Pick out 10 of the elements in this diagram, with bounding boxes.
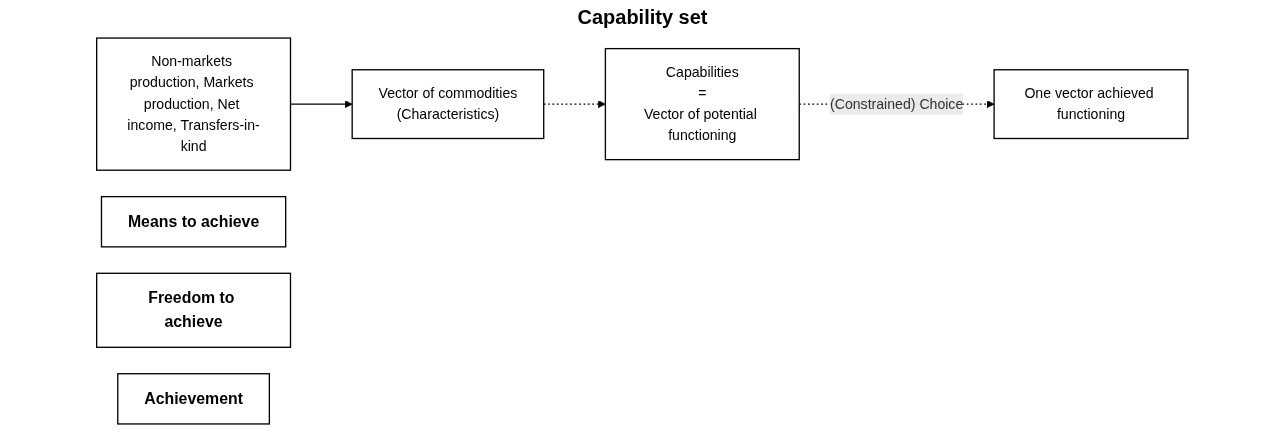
node-box: Freedom to achieve	[96, 272, 292, 348]
diagram-title: Capability set	[576, 6, 709, 29]
node-box: Capabilities = Vector of potential functioning	[604, 47, 801, 161]
node-box: Non-markets production, Markets production, Net income, Transfers-in-kind	[96, 37, 292, 171]
node-box: Vector of commodities (Characteristics)	[351, 69, 545, 140]
node-box: Means to achieve	[101, 196, 287, 248]
node-box: One vector achieved functioning	[993, 69, 1189, 140]
edge-label: (Constrained) Choice	[830, 96, 964, 112]
node-box: Achievement	[117, 373, 271, 425]
arrow	[290, 100, 353, 108]
